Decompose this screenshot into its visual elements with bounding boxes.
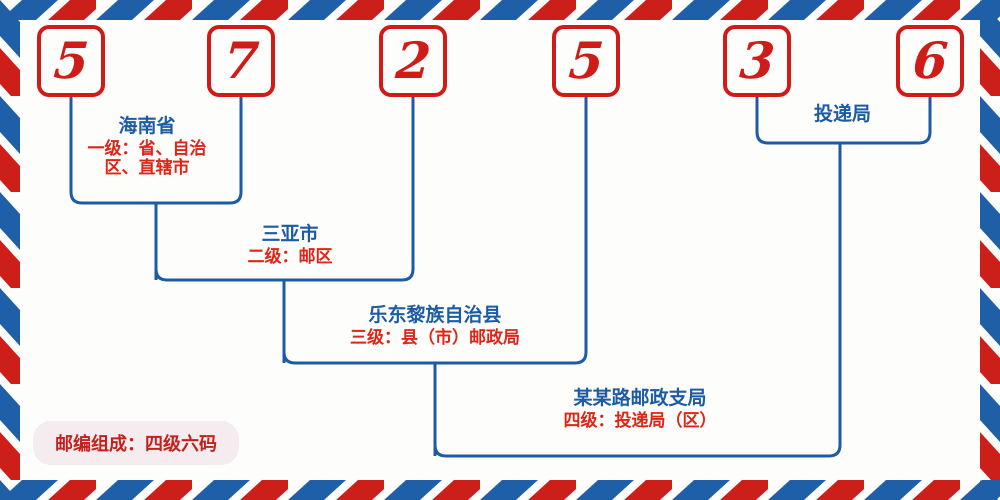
digit-glyph-5: 3 (737, 31, 777, 90)
level-3-name: 乐东黎族自治县 (368, 304, 502, 326)
digit-box-5[interactable]: 3 (723, 25, 791, 97)
level-2-label: 三亚市 二级：邮区 (175, 223, 405, 268)
level-3-desc: 三级：县（市）邮政局 (350, 328, 520, 349)
level-1-label: 海南省 一级：省、自治区、直辖市 (62, 115, 232, 179)
digit-box-6[interactable]: 6 (896, 25, 964, 97)
digit-box-2[interactable]: 7 (207, 25, 275, 97)
digit-box-1[interactable]: 5 (37, 25, 105, 97)
level-1-desc: 一级：省、自治区、直辖市 (87, 139, 207, 179)
digit-box-4[interactable]: 5 (552, 25, 620, 97)
bracket-delivery (755, 97, 932, 145)
digit-glyph-4: 5 (566, 31, 606, 90)
bracket-level-4 (433, 143, 842, 458)
level-4-label: 某某路邮政支局 四级：投递局（区） (495, 387, 785, 432)
level-4-desc: 四级：投递局（区） (563, 411, 717, 432)
delivery-bracket-label: 投递局 (745, 103, 940, 125)
digit-glyph-1: 5 (51, 31, 91, 90)
level-1-name: 海南省 (118, 115, 176, 137)
legend-badge: 邮编组成：四级六码 (33, 421, 239, 465)
digit-box-3[interactable]: 2 (379, 25, 447, 97)
level-4-name: 某某路邮政支局 (573, 387, 707, 409)
legend-text: 邮编组成：四级六码 (55, 434, 217, 455)
delivery-bracket-name: 投递局 (813, 103, 871, 125)
level-3-label: 乐东黎族自治县 三级：县（市）邮政局 (290, 304, 580, 349)
digit-glyph-2: 7 (221, 31, 261, 90)
digit-glyph-3: 2 (393, 31, 433, 90)
level-2-desc: 二级：邮区 (247, 247, 333, 268)
digit-glyph-6: 6 (910, 31, 950, 90)
level-2-name: 三亚市 (261, 223, 319, 245)
